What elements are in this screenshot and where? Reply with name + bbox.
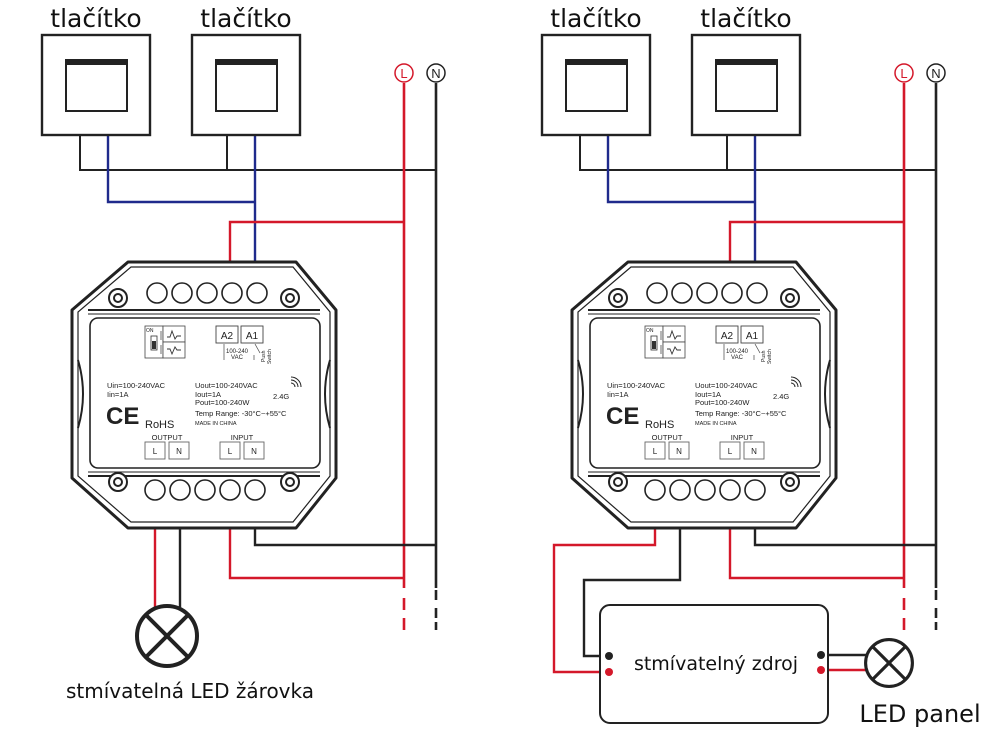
ce-mark: CE <box>606 403 639 430</box>
temp-text: Temp Range: -30°C~+55°C <box>695 409 787 418</box>
lamp-symbol <box>864 638 914 688</box>
dip-on-label: ON <box>146 328 154 334</box>
rf-text: 2.4G <box>773 392 789 401</box>
wire-switch-btn1 <box>106 135 255 204</box>
mains-live-label: L <box>900 66 907 81</box>
input-l-label: L <box>728 447 733 456</box>
driver-box <box>599 604 829 724</box>
push-note: Push <box>761 350 767 362</box>
lamp-symbol <box>135 604 199 668</box>
output-label: OUTPUT <box>652 433 683 442</box>
iin-text: Iin=1A <box>607 390 628 399</box>
vac-note: VAC <box>731 355 744 361</box>
uout-text: Uout=100-240VAC <box>695 381 758 390</box>
lamp-icon <box>135 604 199 668</box>
terminal-a1-label: A1 <box>746 331 759 342</box>
button-module-icon <box>540 33 652 137</box>
iin-text: Iin=1A <box>107 390 128 399</box>
rf-text: 2.4G <box>273 392 289 401</box>
switch-note: Switch <box>267 349 273 364</box>
button-label: tlačítko <box>200 4 291 33</box>
output-n-label: N <box>676 447 682 456</box>
driver-input-neutral-terminal <box>605 652 613 660</box>
push-button-1: tlačítko <box>40 4 152 137</box>
diagram-right: tlačítko tlačítko L N ON A2 A1 100-240VAC Pu… <box>540 4 981 728</box>
push-button-2: tlačítko <box>190 4 302 137</box>
dimmable-driver: stmívatelný zdroj <box>599 604 829 724</box>
dip-on-label: ON <box>646 328 654 334</box>
mains-live-label: L <box>400 66 407 81</box>
wire-switch-btn1 <box>606 135 755 204</box>
diagram-left: tlačítko tlačítko L N ON A2 A1 100-240VAC Pu… <box>40 4 446 703</box>
push-note: Push <box>261 350 267 362</box>
wire-output-neutral <box>582 500 682 658</box>
driver-input-live-terminal <box>605 668 613 676</box>
wires-left <box>79 83 438 630</box>
iout-text: Iout=1A <box>195 390 221 399</box>
output-l-label: L <box>153 447 158 456</box>
input-label: INPUT <box>731 433 754 442</box>
wire-neutral-bus <box>579 135 936 171</box>
rohs-text: RoHS <box>645 419 674 431</box>
made-text: MADE IN CHINA <box>195 421 237 427</box>
mains-neutral-label: N <box>431 66 440 81</box>
switch-note: Switch <box>767 349 773 364</box>
input-n-label: N <box>751 447 757 456</box>
output-label: OUTPUT <box>152 433 183 442</box>
wire-output-live <box>552 500 657 674</box>
mains-neutral-label: N <box>931 66 940 81</box>
load-label: stmívatelná LED žárovka <box>66 679 314 703</box>
push-button-2: tlačítko <box>690 4 802 137</box>
uout-text: Uout=100-240VAC <box>195 381 258 390</box>
vac-note: VAC <box>231 355 244 361</box>
made-text: MADE IN CHINA <box>695 421 737 427</box>
button-module-icon <box>40 33 152 137</box>
voltage-note: 100-240 <box>726 349 749 355</box>
driver-output-live-terminal <box>817 666 825 674</box>
voltage-note: 100-240 <box>226 349 249 355</box>
input-l-label: L <box>228 447 233 456</box>
output-l-label: L <box>653 447 658 456</box>
mains-live-marker: L <box>394 63 414 83</box>
uin-text: Uin=100-240VAC <box>607 381 666 390</box>
temp-text: Temp Range: -30°C~+55°C <box>195 409 287 418</box>
button-label: tlačítko <box>700 4 791 33</box>
mains-live-marker: L <box>894 63 914 83</box>
button-module-icon <box>190 33 302 137</box>
pout-text: Pout=100-240W <box>195 398 250 407</box>
terminal-a2-label: A2 <box>221 331 234 342</box>
driver-label: stmívatelný zdroj <box>634 653 798 675</box>
button-label: tlačítko <box>550 4 641 33</box>
ce-mark: CE <box>106 403 139 430</box>
button-module-icon <box>690 33 802 137</box>
input-label: INPUT <box>231 433 254 442</box>
uin-text: Uin=100-240VAC <box>107 381 166 390</box>
button-label: tlačítko <box>50 4 141 33</box>
lamp-icon <box>864 638 914 688</box>
pout-text: Pout=100-240W <box>695 398 750 407</box>
input-n-label: N <box>251 447 257 456</box>
terminal-a2-label: A2 <box>721 331 734 342</box>
load-label: LED panel <box>859 700 980 728</box>
mains-neutral-marker: N <box>926 63 946 83</box>
wire-neutral-bus <box>79 135 436 171</box>
rohs-text: RoHS <box>145 419 174 431</box>
driver-output-neutral-terminal <box>817 651 825 659</box>
terminal-a1-label: A1 <box>246 331 259 342</box>
output-n-label: N <box>176 447 182 456</box>
iout-text: Iout=1A <box>695 390 721 399</box>
push-button-1: tlačítko <box>540 4 652 137</box>
mains-neutral-marker: N <box>426 63 446 83</box>
